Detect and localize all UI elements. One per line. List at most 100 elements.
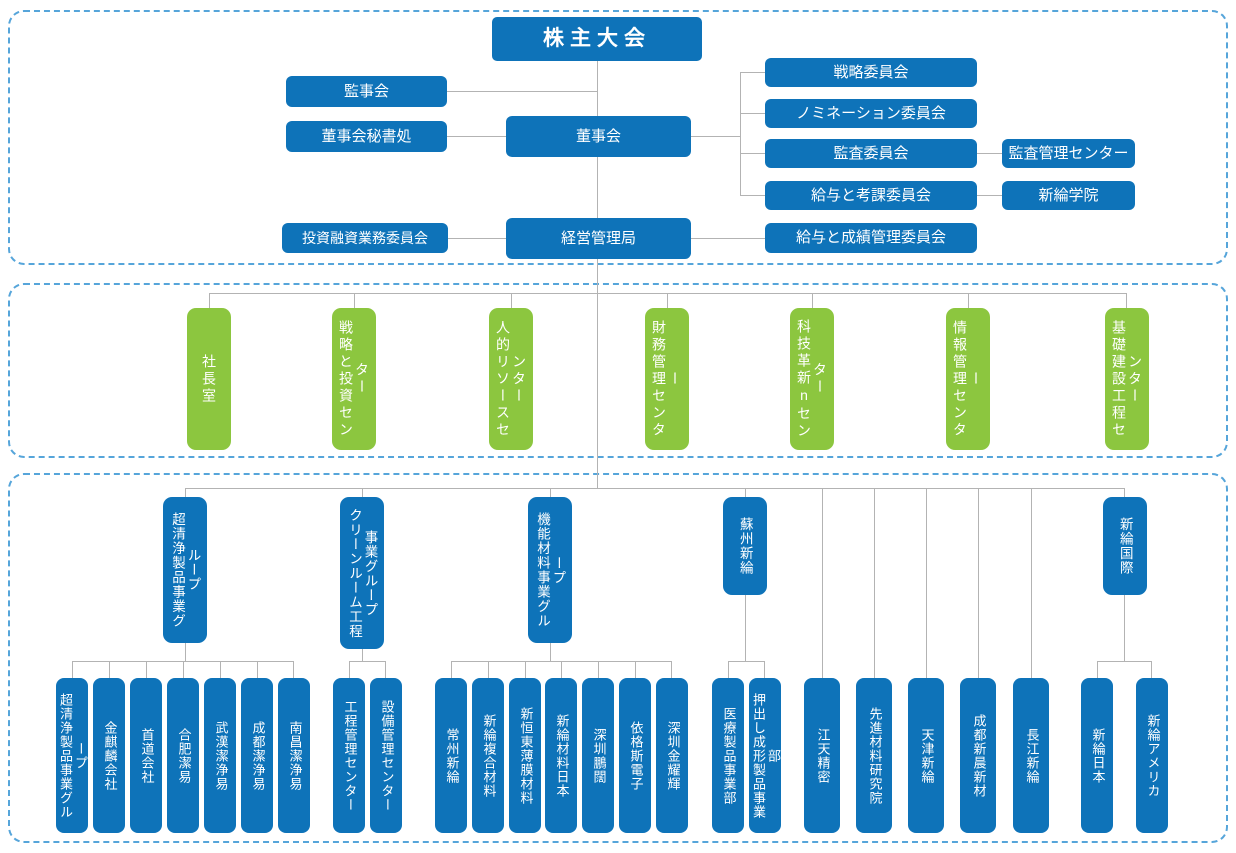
tech-innovation-center-node: 科技革新nセンター xyxy=(790,308,834,450)
jiangtian-precision-node: 江天精密 xyxy=(804,678,840,833)
subsidiary-node: 深圳金耀輝 xyxy=(656,678,688,833)
node-label: 工程管理センター xyxy=(342,699,358,812)
node-label: 深圳金耀輝 xyxy=(665,720,681,791)
node-label: 超清浄製品事業グループ xyxy=(58,692,88,819)
subsidiary-node: 首道会社 xyxy=(130,678,162,833)
node-label: 人的リソースセンター xyxy=(495,319,528,439)
information-center-node: 情報管理センター xyxy=(946,308,990,450)
node-label: 江天精密 xyxy=(815,727,831,784)
node-label: 先進材料研究院 xyxy=(867,706,883,805)
node-label: 新綸学院 xyxy=(1038,186,1099,204)
node-label: 成都新晨新材 xyxy=(971,713,987,798)
changjiang-xinlun-node: 長江新綸 xyxy=(1013,678,1049,833)
node-label: 依格斯電子 xyxy=(628,720,644,791)
node-label: 監査管理センター xyxy=(1008,144,1129,162)
node-label: クリーンルーム工程事業グループ xyxy=(347,507,378,639)
node-label: 監事会 xyxy=(343,82,389,100)
subsidiary-node: 新綸日本 xyxy=(1081,678,1113,833)
node-label: 董事会 xyxy=(575,127,621,145)
business-section-frame xyxy=(8,473,1228,843)
node-label: ノミネーション委員会 xyxy=(796,104,946,122)
nomination-committee-node: ノミネーション委員会 xyxy=(765,99,977,128)
node-label: 給与と成績管理委員会 xyxy=(795,229,946,247)
centers-section-frame xyxy=(8,283,1228,458)
subsidiary-node: 常州新綸 xyxy=(435,678,467,833)
shareholders-meeting-node: 株主大会 xyxy=(492,17,702,61)
board-of-directors-node: 董事会 xyxy=(506,116,691,157)
node-label: 超清浄製品事業グループ xyxy=(170,512,201,628)
subsidiary-node: 設備管理センター xyxy=(370,678,402,833)
audit-committee-node: 監査委員会 xyxy=(765,139,977,168)
subsidiary-node: 新恒東薄膜材料 xyxy=(509,678,541,833)
suzhou-xinlun-node: 蘇州新綸 xyxy=(723,497,767,595)
node-label: 天津新綸 xyxy=(919,727,935,784)
node-label: 新綸国際 xyxy=(1117,517,1133,575)
ultraclean-products-group-node: 超清浄製品事業グループ xyxy=(163,497,207,643)
node-label: 新綸アメリカ xyxy=(1145,713,1161,798)
node-label: 医療製品事業部 xyxy=(721,706,737,805)
subsidiary-node: 南昌潔浄易 xyxy=(278,678,310,833)
node-label: 給与と考課委員会 xyxy=(810,186,931,204)
node-label: 合肥潔易 xyxy=(176,727,192,784)
node-label: 戦略と投資センター xyxy=(338,319,371,439)
node-label: 武漢潔浄易 xyxy=(213,720,229,791)
node-label: 株主大会 xyxy=(543,26,651,50)
subsidiary-node: 金麒麟会社 xyxy=(93,678,125,833)
node-label: 董事会秘書処 xyxy=(321,127,412,145)
node-label: 投資融資業務委員会 xyxy=(302,229,428,246)
node-label: 経営管理局 xyxy=(560,229,636,247)
node-label: 機能材料事業グループ xyxy=(535,512,566,628)
tianjin-xinlun-node: 天津新綸 xyxy=(908,678,944,833)
subsidiary-node: 新綸アメリカ xyxy=(1136,678,1168,833)
subsidiary-node: 医療製品事業部 xyxy=(712,678,744,833)
subsidiary-node: 超清浄製品事業グループ xyxy=(56,678,88,833)
hr-center-node: 人的リソースセンター xyxy=(489,308,533,450)
governance-section-frame xyxy=(8,10,1228,265)
node-label: 押出し成形製品事業部 xyxy=(751,692,781,819)
compensation-appraisal-committee-node: 給与と考課委員会 xyxy=(765,181,977,210)
subsidiary-node: 依格斯電子 xyxy=(619,678,651,833)
node-label: 科技革新nセンター xyxy=(796,318,829,440)
board-secretary-node: 董事会秘書処 xyxy=(286,121,447,152)
node-label: 監査委員会 xyxy=(833,144,909,162)
subsidiary-node: 工程管理センター xyxy=(333,678,365,833)
node-label: 首道会社 xyxy=(139,727,155,784)
subsidiary-node: 押出し成形製品事業部 xyxy=(749,678,781,833)
xinlun-academy-node: 新綸学院 xyxy=(1002,181,1135,210)
strategy-investment-center-node: 戦略と投資センター xyxy=(332,308,376,450)
node-label: 金麒麟会社 xyxy=(102,720,118,791)
management-bureau-node: 経営管理局 xyxy=(506,218,691,259)
node-label: 情報管理センター xyxy=(952,319,985,439)
functional-materials-group-node: 機能材料事業グループ xyxy=(528,497,572,643)
chengdu-xinchen-node: 成都新晨新材 xyxy=(960,678,996,833)
advanced-materials-institute-node: 先進材料研究院 xyxy=(856,678,892,833)
node-label: 新綸複合材料 xyxy=(481,713,497,798)
node-label: 深圳鵬闊 xyxy=(591,727,607,784)
node-label: 常州新綸 xyxy=(444,727,460,784)
xinlun-international-node: 新綸国際 xyxy=(1103,497,1147,595)
audit-management-center-node: 監査管理センター xyxy=(1002,139,1135,168)
presidents-office-node: 社長室 xyxy=(187,308,231,450)
node-label: 新綸日本 xyxy=(1090,727,1106,784)
subsidiary-node: 合肥潔易 xyxy=(167,678,199,833)
supervisory-board-node: 監事会 xyxy=(286,76,447,107)
subsidiary-node: 新綸複合材料 xyxy=(472,678,504,833)
node-label: 南昌潔浄易 xyxy=(287,720,303,791)
performance-management-committee-node: 給与と成績管理委員会 xyxy=(765,223,977,253)
node-label: 社長室 xyxy=(201,353,218,405)
node-label: 成都潔浄易 xyxy=(250,720,266,791)
node-label: 長江新綸 xyxy=(1024,727,1040,784)
node-label: 設備管理センター xyxy=(379,699,395,812)
node-label: 新綸材料日本 xyxy=(554,713,570,798)
node-label: 戦略委員会 xyxy=(833,63,909,81)
node-label: 蘇州新綸 xyxy=(737,517,753,575)
investment-finance-committee-node: 投資融資業務委員会 xyxy=(282,223,448,253)
cleanroom-engineering-group-node: クリーンルーム工程事業グループ xyxy=(340,497,384,649)
node-label: 財務管理センター xyxy=(651,319,684,439)
subsidiary-node: 武漢潔浄易 xyxy=(204,678,236,833)
strategy-committee-node: 戦略委員会 xyxy=(765,58,977,87)
infrastructure-center-node: 基礎建設工程センター xyxy=(1105,308,1149,450)
subsidiary-node: 深圳鵬闊 xyxy=(582,678,614,833)
